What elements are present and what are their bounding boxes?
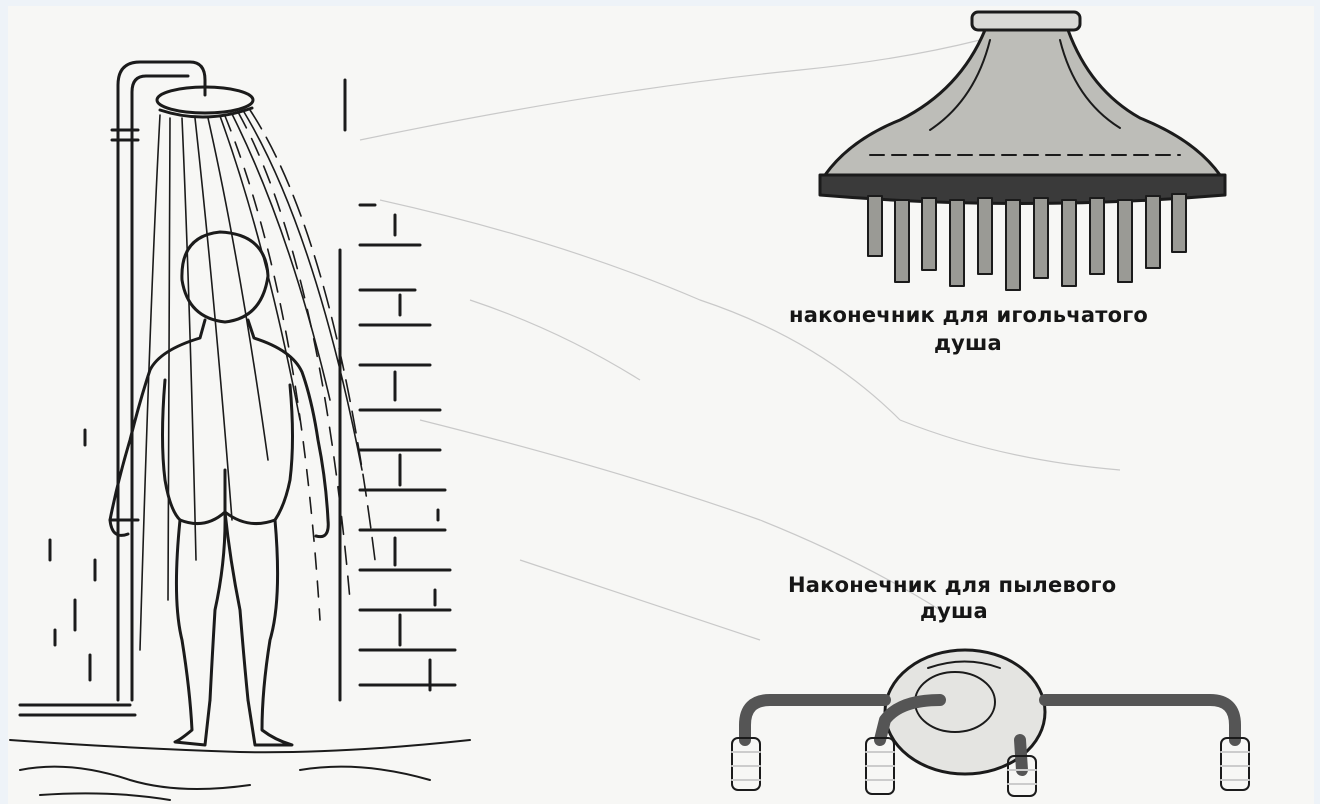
needle-nozzle-caption-line2: душа xyxy=(934,330,1002,356)
dust-nozzle-caption-line2: душа xyxy=(920,598,988,624)
needle-nozzle-caption-line1: наконечник для игольчатого xyxy=(789,302,1148,328)
dust-nozzle-caption-line1: Наконечник для пылевого xyxy=(788,572,1116,598)
